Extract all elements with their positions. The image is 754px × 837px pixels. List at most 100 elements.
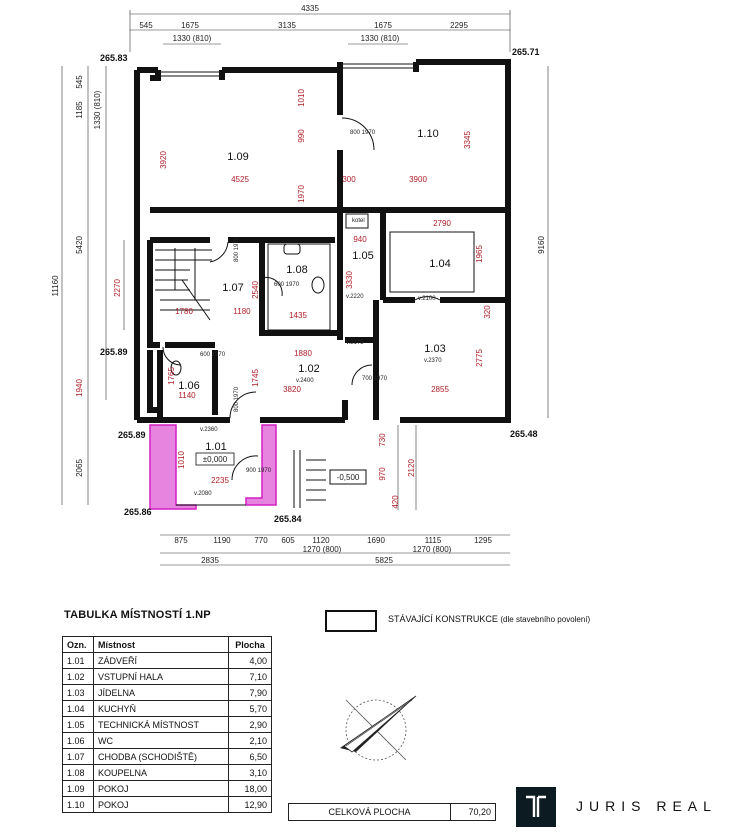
room-id-cell: 1.04	[62, 700, 94, 717]
svg-text:v.2080: v.2080	[194, 491, 212, 497]
svg-text:2235: 2235	[211, 476, 229, 485]
dim-bottom-1: 875	[174, 536, 188, 545]
svg-text:300: 300	[342, 175, 356, 184]
room-id-cell: 1.09	[62, 780, 94, 797]
svg-text:1745: 1745	[251, 369, 260, 387]
svg-text:2120: 2120	[407, 459, 416, 477]
room-level-1.01: ±0,000	[203, 455, 228, 464]
svg-text:900 1970: 900 1970	[246, 468, 272, 474]
room-id-cell: 1.01	[62, 652, 94, 669]
level-step-mid: 265.84	[274, 514, 302, 524]
svg-text:1010: 1010	[297, 89, 306, 107]
room-area-cell: 18,00	[228, 780, 272, 797]
room-label-1.01: 1.01	[205, 441, 226, 453]
legend-note: (dle stavebního povolení)	[500, 615, 591, 624]
room-area-cell: 6,50	[228, 748, 272, 765]
svg-text:1970: 1970	[297, 185, 306, 203]
room-id-cell: 1.07	[62, 748, 94, 765]
svg-text:320: 320	[483, 305, 492, 319]
level-bottom-left: 265.89	[118, 430, 146, 440]
room-label-1.04: 1.04	[429, 258, 450, 270]
dim-left-8: 1940	[75, 379, 84, 397]
room-name-cell: JÍDELNA	[93, 684, 229, 701]
svg-text:800 1970: 800 1970	[234, 236, 240, 262]
dim-left-4: 3920	[159, 151, 168, 169]
room-table-header: Ozn. Místnost Plocha	[62, 636, 272, 653]
header-id: Ozn.	[62, 636, 94, 653]
svg-text:v.2370: v.2370	[424, 358, 442, 364]
dim-bottom-5: 1120	[312, 536, 330, 545]
dim-top-window-1: 1330 (810)	[173, 34, 212, 43]
level-top-right: 265.71	[512, 47, 540, 57]
dim-left-6: 2270	[113, 279, 122, 297]
room-id-cell: 1.08	[62, 764, 94, 781]
dim-bottom-total-2: 5825	[375, 556, 393, 565]
header-area: Plocha	[228, 636, 272, 653]
room-label-1.06: 1.06	[178, 380, 199, 392]
room-name-cell: POKOJ	[93, 780, 229, 797]
svg-text:3330: 3330	[345, 271, 354, 289]
svg-text:1435: 1435	[289, 311, 307, 320]
room-id-cell: 1.05	[62, 716, 94, 733]
dim-right-total: 9160	[537, 236, 546, 254]
total-area-label: CELKOVÁ PLOCHA	[289, 804, 451, 820]
room-label-1.09: 1.09	[227, 151, 248, 163]
dim-top-3: 3135	[278, 21, 296, 30]
dim-bottom-window-1: 1270 (800)	[303, 545, 342, 554]
north-arrow-icon	[340, 695, 417, 761]
room-area-cell: 7,90	[228, 684, 272, 701]
level-bottom-right: 265.48	[510, 429, 538, 439]
svg-text:4525: 4525	[231, 175, 249, 184]
dim-bottom-total-1: 2835	[201, 556, 219, 565]
room-level-box	[195, 452, 235, 466]
door-swings	[162, 117, 441, 481]
header-room: Místnost	[93, 636, 229, 653]
svg-text:1140: 1140	[178, 391, 196, 400]
svg-text:v.2400: v.2400	[296, 378, 314, 384]
svg-text:v.2100: v.2100	[418, 296, 436, 302]
svg-text:730: 730	[378, 433, 387, 447]
svg-text:1880: 1880	[294, 349, 312, 358]
dim-left-1: 545	[75, 75, 84, 89]
total-area-row: CELKOVÁ PLOCHA 70,20	[288, 803, 496, 821]
dim-top-total: 4335	[301, 4, 319, 13]
room-label-1.10: 1.10	[417, 128, 438, 140]
svg-text:1180: 1180	[233, 307, 251, 316]
svg-text:kotel: kotel	[352, 218, 365, 224]
svg-text:600 1970: 600 1970	[200, 352, 226, 358]
floor-plan: 4335 545 1675 3135 1675 2295 1330 (810) …	[51, 4, 549, 566]
level-step-left: 265.86	[124, 507, 152, 517]
svg-text:2790: 2790	[433, 219, 451, 228]
room-label-1.08: 1.08	[286, 264, 307, 276]
room-id-cell: 1.06	[62, 732, 94, 749]
room-label-1.03: 1.03	[424, 343, 445, 355]
svg-text:v.2360: v.2360	[200, 427, 218, 433]
room-area-cell: 5,70	[228, 700, 272, 717]
dim-bottom-8: 1295	[474, 536, 492, 545]
svg-text:700 1970: 700 1970	[362, 376, 388, 382]
room-area-cell: 7,10	[228, 668, 272, 685]
dim-left-7: 11160	[51, 275, 60, 297]
dim-top-window-2: 1330 (810)	[361, 34, 400, 43]
svg-text:3820: 3820	[283, 385, 301, 394]
svg-text:800 1970: 800 1970	[234, 386, 240, 412]
dim-left-2: 1185	[75, 101, 84, 119]
level-entry-box	[329, 469, 367, 485]
dim-left-9: 2065	[75, 459, 84, 477]
staircase	[155, 248, 212, 321]
legend-swatch	[325, 610, 377, 632]
legend-text: STÁVAJÍCÍ KONSTRUKCE (dle stavebního pov…	[388, 614, 590, 624]
total-area-value: 70,20	[468, 807, 491, 817]
room-area-cell: 2,90	[228, 716, 272, 733]
dim-left-5: 5420	[75, 236, 84, 254]
interior-dimensions: 4525 3900 1010 990 1970 300 3345 2790 19…	[167, 89, 492, 509]
svg-text:420: 420	[391, 495, 400, 509]
level-mid-left: 265.89	[100, 347, 128, 357]
